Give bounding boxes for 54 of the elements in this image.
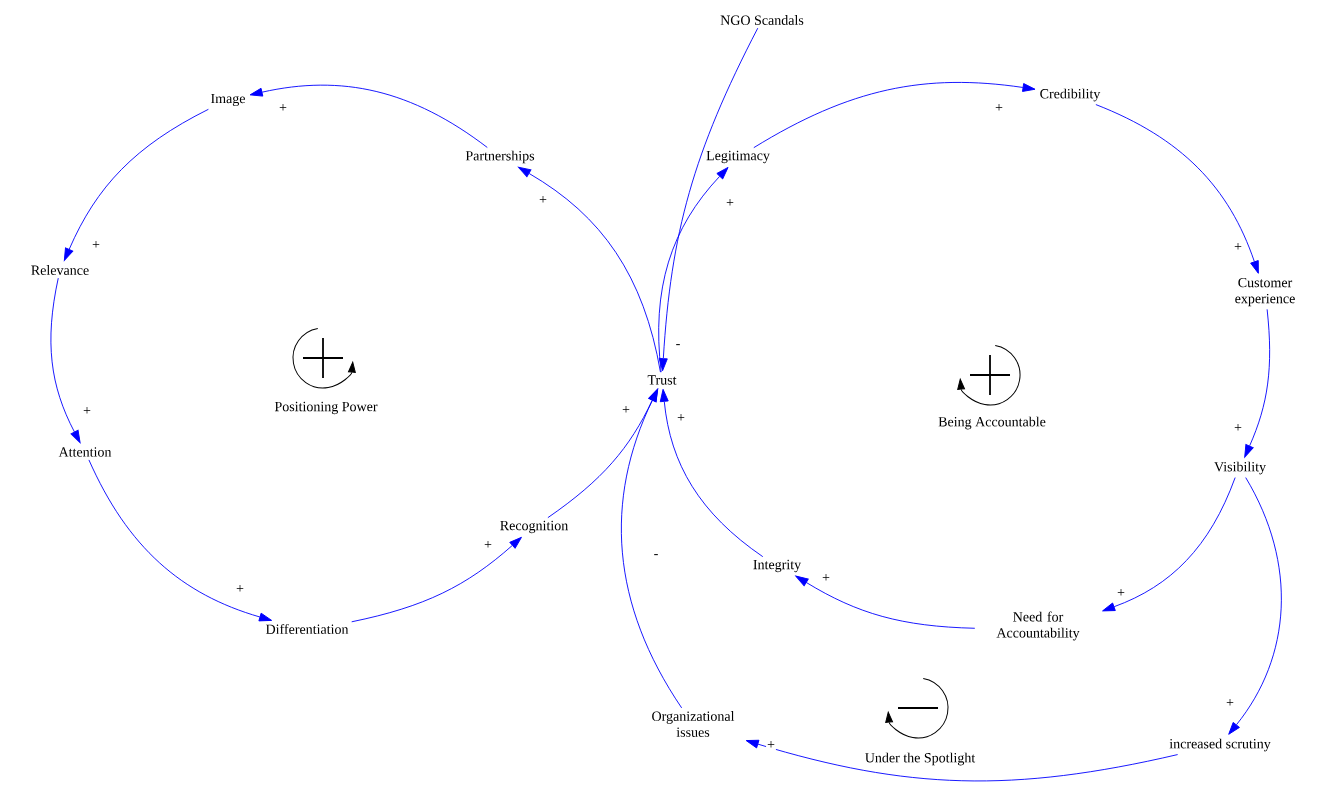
arrow <box>753 82 1036 149</box>
arrow <box>1228 477 1282 735</box>
arrow <box>658 27 759 372</box>
arrow <box>658 166 729 373</box>
variable-label: Image <box>211 93 245 107</box>
arrow <box>249 84 488 148</box>
arrow <box>1244 308 1271 458</box>
polarity-sign: + <box>82 406 92 416</box>
arrow <box>1102 477 1236 612</box>
variable-label: Relevance <box>31 265 89 275</box>
variable-label: Organizational issues <box>652 711 735 737</box>
variable-label: Partnerships <box>465 150 535 164</box>
variable-label: Visibility <box>1214 461 1266 475</box>
polarity-sign: + <box>235 584 245 594</box>
polarity-sign: + <box>91 240 101 250</box>
polarity-sign: + <box>1225 698 1235 708</box>
polarity-sign: - <box>674 343 682 349</box>
variable-label: increased scrutiny <box>1169 738 1271 752</box>
variable-label: Legitimacy <box>706 150 770 164</box>
variable-label: Credibility <box>1040 88 1101 102</box>
variable-label: Attention <box>58 447 112 457</box>
arrow <box>518 166 661 373</box>
polarity-sign: + <box>821 573 831 583</box>
variable-label: Need for Accountability <box>996 611 1080 641</box>
variable-label: Customer experience <box>1235 277 1295 307</box>
polarity-sign: + <box>1116 588 1126 598</box>
variable-label: Trust <box>647 375 677 385</box>
loop-label: Being Accountable <box>938 416 1046 430</box>
polarity-sign: + <box>483 540 493 550</box>
arrow <box>795 575 976 629</box>
polarity-sign: + <box>1233 242 1243 252</box>
polarity-sign: + <box>621 405 631 415</box>
variable-label: Differentiation <box>265 624 349 634</box>
variable-label: Integrity <box>753 559 802 573</box>
polarity-sign: + <box>676 413 686 423</box>
arrow <box>88 459 273 622</box>
arrow <box>63 108 209 261</box>
polarity-sign: + <box>994 103 1004 113</box>
polarity-sign: + <box>1233 423 1243 433</box>
polarity-sign: + <box>278 103 288 113</box>
polarity-sign: + <box>766 740 776 750</box>
loop-label: Under the Spotlight <box>865 752 976 766</box>
variable-label: Recognition <box>500 520 569 534</box>
variable-label: NGO Scandals <box>720 15 804 25</box>
arrow <box>659 388 764 558</box>
polarity-sign: + <box>725 198 735 208</box>
loop-label: Positioning Power <box>274 401 378 415</box>
arrow <box>50 277 81 444</box>
arrow <box>1095 104 1259 274</box>
arrow <box>745 739 1179 782</box>
polarity-sign: - <box>652 553 660 559</box>
arrow <box>620 388 683 709</box>
arrow <box>351 536 522 623</box>
polarity-sign: + <box>538 195 548 205</box>
